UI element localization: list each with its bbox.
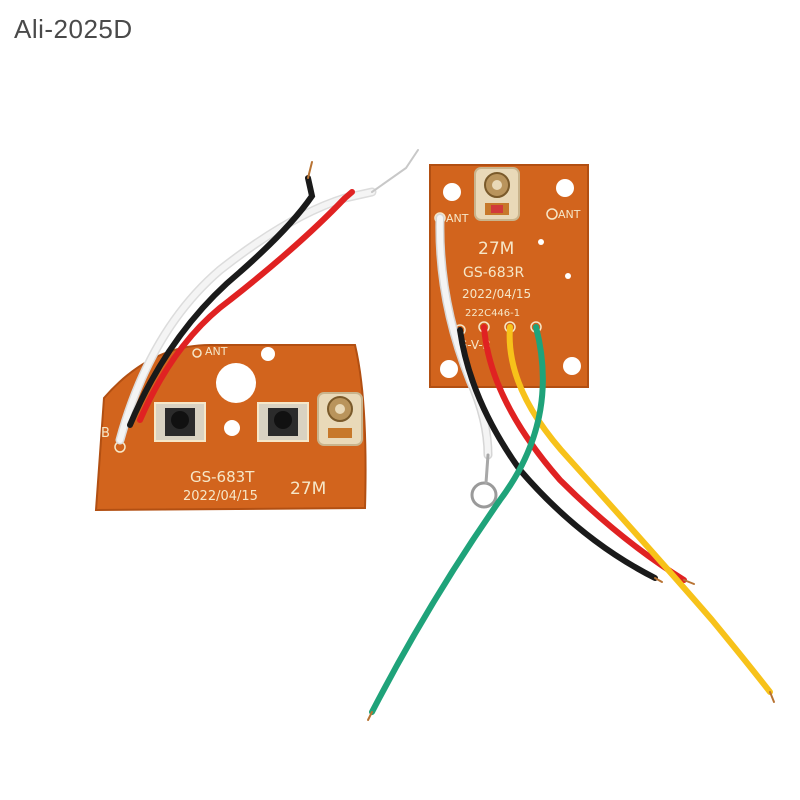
mounting-hole <box>261 347 275 361</box>
ant-left-label: ANT <box>446 212 469 225</box>
b-label: B <box>101 426 110 441</box>
freq-label: 27M <box>290 479 326 499</box>
transmitter-board: ANT B GS-683T 2022/04/15 27M <box>94 344 367 512</box>
date-label: 2022/04/15 <box>183 489 258 504</box>
mounting-hole <box>563 357 581 375</box>
model-label: GS-683R <box>463 265 525 281</box>
receiver-wires <box>367 213 775 721</box>
mounting-hole <box>224 420 240 436</box>
freq-label: 27M <box>478 239 514 259</box>
ant-label: ANT <box>205 345 228 358</box>
transmitter-wires <box>115 149 419 445</box>
push-button-right <box>257 402 309 442</box>
watermark: Ali-2025D <box>14 14 133 44</box>
code-label: 222C446-1 <box>465 308 520 319</box>
mounting-hole <box>216 363 256 403</box>
ant-right-label: ANT <box>558 208 581 221</box>
tuning-coil <box>317 392 363 446</box>
mounting-hole <box>443 183 461 201</box>
mounting-hole <box>556 179 574 197</box>
mounting-hole <box>440 360 458 378</box>
model-label: GS-683T <box>190 468 255 486</box>
push-button-left <box>154 402 206 442</box>
tuning-coil <box>474 167 520 221</box>
date-label: 2022/04/15 <box>462 287 531 301</box>
ring-terminal <box>470 481 498 509</box>
